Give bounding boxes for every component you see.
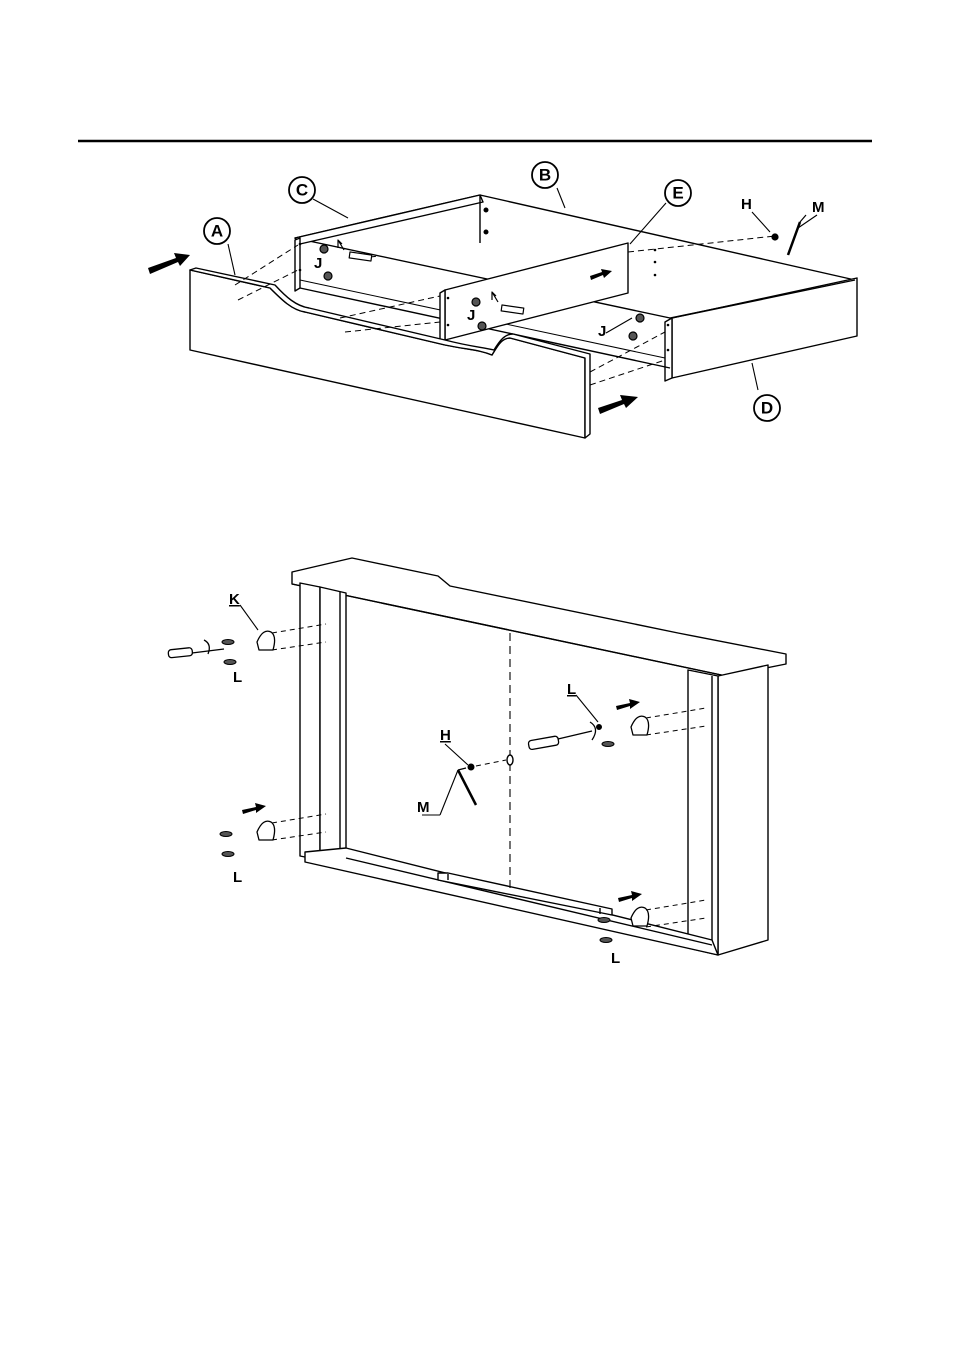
part-label-l: L: [233, 869, 242, 886]
screwdriver-m: [788, 222, 800, 255]
part-label-j: J: [598, 323, 606, 340]
part-label-l: L: [233, 669, 242, 686]
center-hole: [507, 755, 513, 765]
part-label-h: H: [741, 196, 752, 213]
part-label-j: J: [467, 307, 475, 324]
part-label-k: K: [229, 591, 240, 608]
part-label-j: J: [314, 255, 322, 272]
callout-c: C: [296, 181, 308, 200]
callout-a: A: [211, 222, 223, 241]
callout-b: B: [539, 166, 551, 185]
part-label-l: L: [567, 681, 576, 698]
left-post: [300, 583, 346, 860]
part-label-m: M: [417, 799, 430, 816]
part-label-h: H: [440, 727, 451, 744]
top-board: [292, 558, 786, 676]
part-label-l: L: [611, 950, 620, 967]
callout-d: D: [761, 399, 773, 418]
screwdriver: [168, 640, 596, 750]
bottom-rail: [305, 848, 718, 955]
bed-frame-figure: [168, 558, 786, 955]
screwdriver-m: [458, 770, 476, 805]
part-label-m: M: [812, 199, 825, 216]
callout-e: E: [672, 184, 683, 203]
